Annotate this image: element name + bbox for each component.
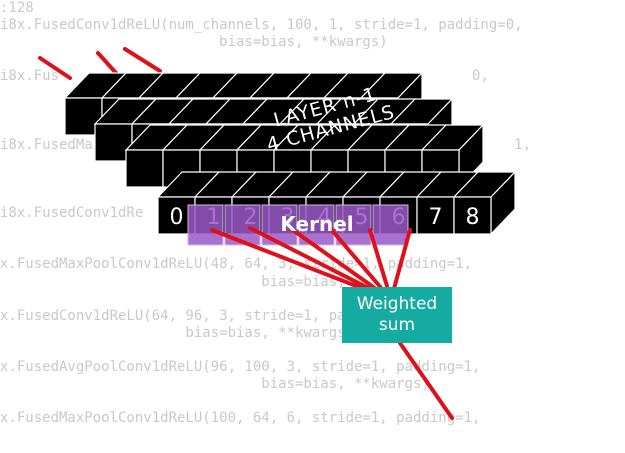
weight-arrow bbox=[390, 228, 412, 298]
code-line: bias=bias, **kwargs) bbox=[0, 376, 430, 393]
upper-arrow bbox=[123, 47, 162, 73]
cell-number: 0 bbox=[170, 205, 184, 230]
code-line: :128 bbox=[0, 0, 34, 16]
kernel-cell bbox=[372, 204, 409, 246]
kernel-cell bbox=[187, 204, 224, 246]
code-line: i8x.FusedMax 1, bbox=[0, 136, 532, 153]
weight-arrows bbox=[210, 226, 454, 420]
code-line: x.FusedMaxPoolConv1dReLU(100, 64, 6, str… bbox=[0, 410, 481, 427]
code-line: i8x.FusedConv1dReLU(num_channels, 100, 1… bbox=[0, 17, 523, 34]
cell-number: 7 bbox=[429, 205, 443, 230]
weight-arrow bbox=[210, 228, 385, 298]
weighted-sum-box: Weighted sum bbox=[342, 287, 452, 343]
weight-arrow bbox=[248, 226, 386, 298]
weighted-sum-line2: sum bbox=[378, 315, 416, 335]
weight-arrow bbox=[288, 226, 388, 298]
output-arrow bbox=[398, 341, 454, 420]
code-line: i8x.Fus 0, bbox=[0, 68, 489, 85]
code-line: x.FusedAvgPoolConv1dReLU(96, 100, 3, str… bbox=[0, 358, 481, 375]
weight-arrow bbox=[368, 228, 392, 298]
upper-arrows bbox=[38, 47, 162, 80]
cell-number: 8 bbox=[466, 205, 480, 230]
code-line: bias=bias, **kwargs) bbox=[0, 34, 388, 51]
upper-arrow bbox=[96, 51, 118, 75]
cube-front bbox=[416, 196, 455, 235]
upper-arrow bbox=[38, 56, 72, 80]
cube-front bbox=[125, 149, 164, 188]
code-line: bias=bias, **kwargs) bbox=[0, 324, 355, 341]
weighted-sum-line1: Weighted bbox=[356, 294, 438, 314]
cube-front bbox=[453, 196, 492, 235]
weight-arrow bbox=[328, 226, 390, 298]
code-line: bias=bias, bbox=[0, 273, 346, 290]
kernel-cell bbox=[335, 204, 372, 246]
code-line: i8x.FusedConv1dRe bbox=[0, 205, 144, 222]
kernel-label: Kernel bbox=[280, 212, 354, 236]
